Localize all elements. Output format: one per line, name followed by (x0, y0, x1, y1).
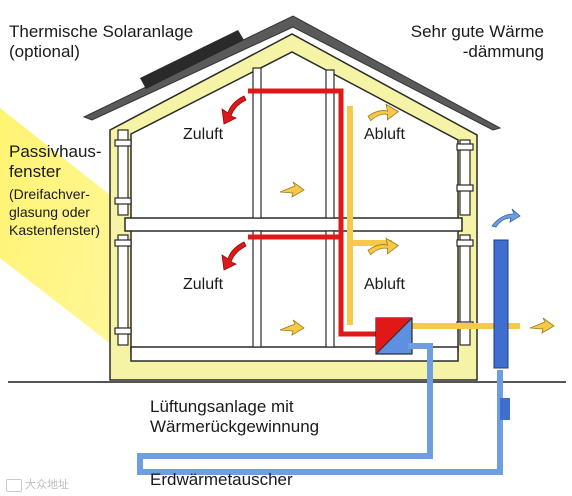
watermark: 大众地址 (6, 476, 69, 492)
supply-air-lower-label: Zuluft (183, 276, 224, 293)
ventilation-label: Lüftungsanlage mit Wärmerückgewinnung (150, 397, 320, 436)
ceiling-slab (124, 217, 463, 232)
solar-label: Thermische Solaranlage (optional) (9, 22, 194, 61)
window-label: Passivhaus- fenster (9, 142, 102, 181)
roof (82, 15, 502, 131)
intake-arrow-icon (491, 208, 521, 228)
exhaust-air-upper-label: Abluft (364, 126, 405, 143)
air-intake-tower (493, 239, 509, 369)
supply-air-upper-label: Zuluft (183, 126, 224, 143)
solar-collector-icon (140, 30, 244, 89)
ground-exchanger-label: Erdwärmetauscher (150, 470, 293, 489)
interior-pillars (252, 67, 335, 348)
window-frames-left (114, 129, 132, 346)
intake-tower-foot (500, 398, 510, 420)
supply-air-duct (248, 88, 382, 337)
insulation-label: Sehr gute Wärme -dämmung (410, 22, 544, 61)
airflow-arrow-icons (279, 103, 555, 336)
heat-exchanger-icon (375, 317, 413, 355)
window-detail-label: (Dreifachver- glasung oder Kastenfenster… (9, 186, 101, 238)
exhaust-air-lower-label: Abluft (364, 276, 405, 293)
watermark-logo-icon (6, 478, 22, 492)
ground-heat-exchanger-duct (137, 343, 503, 475)
supply-arrow-icon (221, 95, 247, 271)
